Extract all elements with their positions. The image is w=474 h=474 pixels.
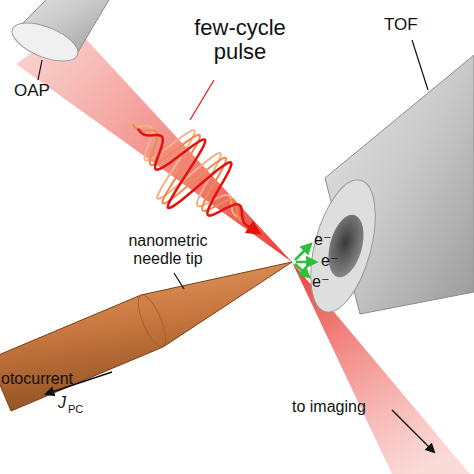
few-cycle-pulse: [127, 119, 259, 233]
current-subscript: PC: [68, 403, 83, 415]
leader-line: [190, 80, 214, 120]
imaging-arrow: [392, 410, 434, 452]
tof-detector: [298, 55, 474, 319]
part-label: OAP: [14, 82, 50, 101]
pulse-wave: [138, 129, 259, 233]
electron-label: e⁻: [314, 231, 331, 249]
current-label: otocurrent: [1, 370, 73, 388]
leader-line: [174, 273, 184, 289]
direction-label: to imaging: [292, 398, 366, 416]
electron-label: e⁻: [321, 252, 338, 270]
part-label: TOF: [384, 16, 418, 35]
electron-arrows: [295, 244, 316, 277]
leader-line: [38, 60, 42, 80]
leader-line: [412, 40, 428, 90]
oap-mirror: [7, 0, 116, 69]
electron-label: e⁻: [312, 273, 329, 291]
current-symbol: J: [58, 394, 66, 412]
part-label: nanometric needle tip: [108, 232, 228, 267]
pulse-label: few-cycle pulse: [180, 16, 300, 64]
needle-tip: [0, 262, 292, 411]
